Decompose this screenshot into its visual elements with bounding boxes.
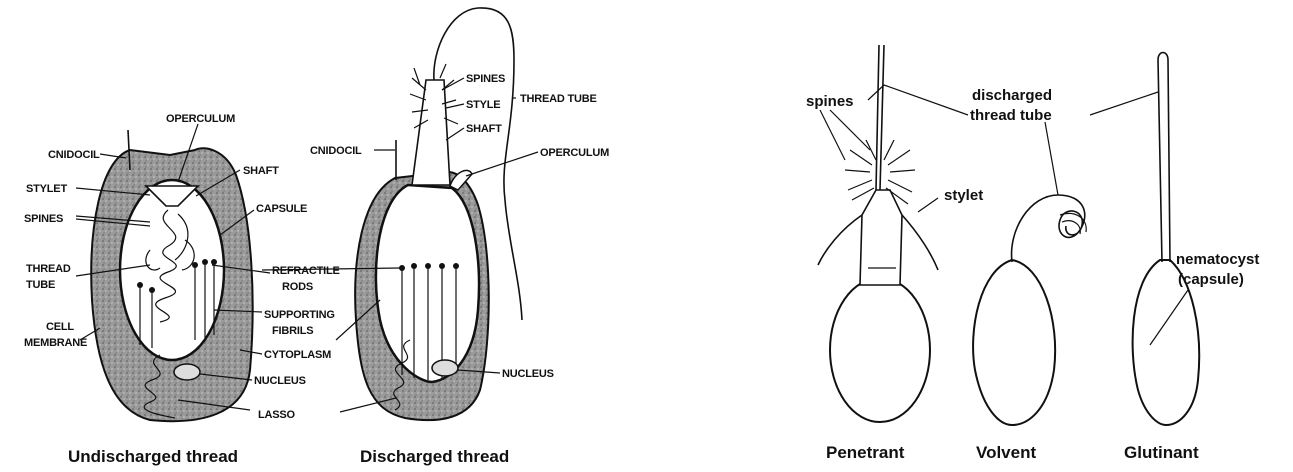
penetrant-thread	[880, 45, 884, 190]
label-discharged-operculum: OPERCULUM	[540, 147, 609, 159]
label-discharged-thread-tube: THREAD TUBE	[520, 93, 597, 105]
label-refractile-rods-2: RODS	[282, 281, 313, 293]
label-shaft: SHAFT	[243, 165, 279, 177]
penetrant-shaft	[860, 190, 902, 285]
label-discharged-nucleus: NUCLEUS	[502, 368, 554, 380]
penetrant-capsule	[830, 278, 930, 422]
label-nucleus: NUCLEUS	[254, 375, 306, 387]
label-cytoplasm: CYTOPLASM	[264, 349, 331, 361]
discharged-nucleus	[432, 360, 458, 376]
undischarged-nucleus	[174, 364, 200, 380]
caption-volvent: Volvent	[976, 443, 1036, 462]
label-lasso: LASSO	[258, 409, 296, 421]
caption-undischarged: Undischarged thread	[68, 447, 238, 466]
volvent-nematocyst: Volvent	[973, 195, 1086, 462]
label-stylet-lower: stylet	[944, 187, 983, 204]
label-cell-membrane-1: CELL	[46, 321, 74, 333]
label-discharged-cnidocil: CNIDOCIL	[310, 145, 362, 157]
label-supporting-fibrils-2: FIBRILS	[272, 325, 313, 337]
undischarged-cell	[76, 124, 270, 421]
caption-penetrant: Penetrant	[826, 443, 905, 462]
label-discharged-shaft: SHAFT	[466, 123, 502, 135]
label-operculum: OPERCULUM	[166, 113, 235, 125]
label-discharged-style: STYLE	[466, 99, 500, 111]
label-stylet: STYLET	[26, 183, 67, 195]
label-capsule: CAPSULE	[256, 203, 307, 215]
volvent-thread	[1012, 195, 1085, 262]
label-spines-lower: spines	[806, 93, 854, 110]
label-thread-tube-1: THREAD	[26, 263, 71, 275]
caption-discharged: Discharged thread	[360, 447, 509, 466]
label-thread-tube-lower: thread tube	[970, 107, 1052, 124]
label-discharged: discharged	[972, 87, 1052, 104]
volvent-capsule	[973, 260, 1055, 425]
label-supporting-fibrils-1: SUPPORTING	[264, 309, 335, 321]
discharged-shaft	[412, 80, 450, 185]
label-refractile-rods-1: REFRACTILE	[272, 265, 340, 277]
label-capsule-lower: (capsule)	[1178, 271, 1244, 288]
label-thread-tube-2: TUBE	[26, 279, 55, 291]
label-discharged-spines: SPINES	[466, 73, 505, 85]
label-spines: SPINES	[24, 213, 63, 225]
glutinant-thread	[1158, 53, 1170, 263]
label-nematocyst: nematocyst	[1176, 251, 1259, 268]
label-cnidocil: CNIDOCIL	[48, 149, 100, 161]
label-cell-membrane-2: MEMBRANE	[24, 337, 87, 349]
caption-glutinant: Glutinant	[1124, 443, 1199, 462]
